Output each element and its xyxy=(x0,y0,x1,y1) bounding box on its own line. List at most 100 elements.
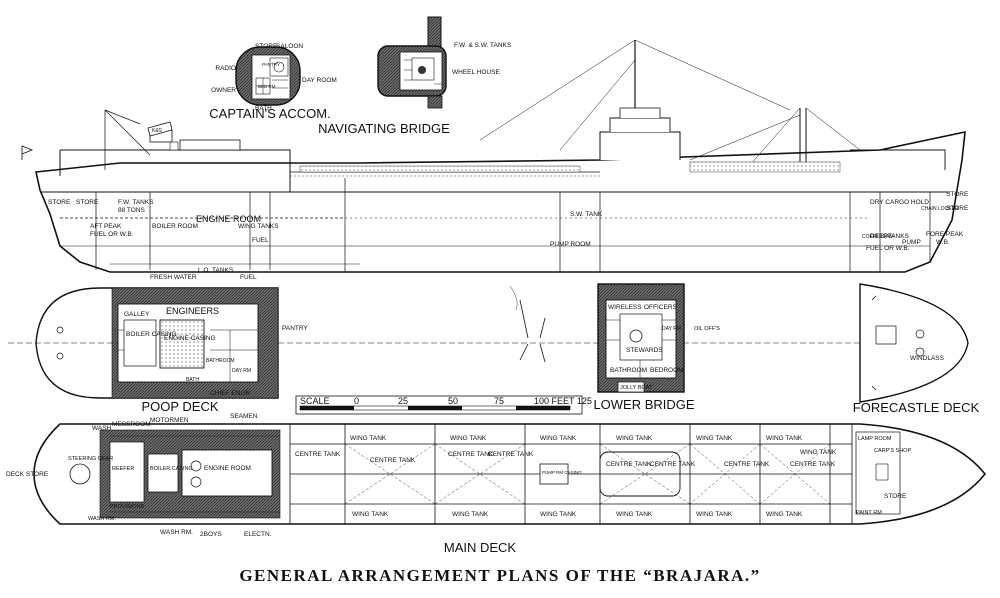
profile-sw-tank: S.W. TANK xyxy=(570,211,603,218)
plans-drawing: STORE SALOON RADIO OWNER BATH DAY ROOM P… xyxy=(6,16,987,555)
md-wing-tank-11: WING TANK xyxy=(616,511,653,518)
scale-100: 100 FEET 125 xyxy=(534,396,592,406)
md-boiler-casing: BOILER CASING xyxy=(150,466,193,472)
profile-pump-room: PUMP ROOM xyxy=(550,241,591,248)
scale-bar: SCALE 0 25 50 75 100 FEET 125 xyxy=(295,395,592,415)
md-centre-tank-1: CENTRE TANK xyxy=(295,451,341,458)
main-deck-plan xyxy=(33,423,987,525)
md-wing-tank-12: WING TANK xyxy=(696,511,733,518)
md-engine-room: ENGINE ROOM xyxy=(204,465,251,472)
md-electn: ELECTN. xyxy=(244,531,272,538)
md-store: STORE xyxy=(884,493,907,500)
fw-sw-tanks-label: F.W. & S.W. TANKS xyxy=(454,42,512,49)
poop-chief-engr: CHIEF ENGR. xyxy=(210,390,252,397)
scale-label: SCALE xyxy=(300,396,330,406)
poop-day-rm: DAY RM xyxy=(232,368,251,374)
md-centre-tank-5: CENTRE TANK xyxy=(606,461,652,468)
md-2boys: 2BOYS xyxy=(200,531,222,538)
poop-pantry: PANTRY xyxy=(282,325,308,332)
lb-jolly-boat: JOLLY BOAT xyxy=(620,385,653,391)
profile-engine-room: ENGINE ROOM xyxy=(196,214,261,224)
md-wing-tank-1: WING TANK xyxy=(350,435,387,442)
md-wing-tank-7: WING TANK xyxy=(616,435,653,442)
profile-fuel: FUEL xyxy=(252,237,269,244)
captains-saloon-label: SALOON xyxy=(276,43,303,50)
captains-bed-rm-label: BED RM xyxy=(258,84,276,89)
profile-fuel-or-wb: FUEL OR W.B. xyxy=(90,231,134,238)
md-centre-tank-3: CENTRE TANK xyxy=(448,451,494,458)
lb-stewards: STEWARDS xyxy=(626,347,663,354)
profile-fore-peak: FORE PEAK xyxy=(926,231,964,238)
md-wing-tank-13: WING TANK xyxy=(766,511,803,518)
scale-0: 0 xyxy=(354,396,359,406)
lb-day-rm: DAY RM xyxy=(662,326,681,332)
md-centre-tank-7: CENTRE TANK xyxy=(724,461,770,468)
md-centre-tank-8: CENTRE TANK xyxy=(790,461,836,468)
md-wing-tank-3: WING TANK xyxy=(352,511,389,518)
lower-bridge-title: LOWER BRIDGE xyxy=(593,397,694,412)
lb-bathroom: BATHROOM xyxy=(610,367,647,374)
md-wash-rm-1: WASH RM. xyxy=(88,516,116,522)
md-wing-tank-10: WING TANK xyxy=(800,449,837,456)
scale-25: 25 xyxy=(398,396,408,406)
profile-store-fwd: STORE xyxy=(946,191,969,198)
poop-bath: BATH xyxy=(186,377,199,383)
md-wing-tank-6: WING TANK xyxy=(540,511,577,518)
md-messroom: MESSROOM xyxy=(112,421,151,428)
lb-officers: OFFICERS xyxy=(644,304,678,311)
plan-caption: GENERAL ARRANGEMENT PLANS OF THE “BRAJAR… xyxy=(239,566,761,585)
md-centre-tank-2: CENTRE TANK xyxy=(370,457,416,464)
poop-galley: GALLEY xyxy=(124,311,150,318)
md-steering-gear: STEERING GEAR xyxy=(68,456,113,462)
captains-bath-label: BATH xyxy=(255,105,272,112)
profile-fuel-2: FUEL xyxy=(240,274,257,281)
captains-store-label: STORE xyxy=(255,43,278,50)
poop-boiler-casing: BOILER CASING xyxy=(126,331,177,338)
profile-store-3: STORE xyxy=(946,205,969,212)
profile-store-2: STORE xyxy=(76,199,99,206)
md-provisions: PROVISIONS xyxy=(110,504,145,510)
profile-cofferdam: COFFERDAM xyxy=(862,234,894,240)
lower-bridge-plan xyxy=(509,283,685,393)
md-wing-tank-8: WING TANK xyxy=(696,435,733,442)
poop-engine-casing: ENGINE CASING xyxy=(164,335,216,342)
md-paint-rm: PAINT RM xyxy=(856,510,882,516)
captains-owner-label: OWNER xyxy=(211,87,236,94)
md-wing-tank-2: WING TANK xyxy=(450,435,487,442)
md-deck-store: DECK STORE xyxy=(6,471,49,478)
fc-windlass: WINDLASS xyxy=(910,355,945,362)
md-lamp-room: LAMP ROOM xyxy=(858,436,892,442)
lb-oil-offs: OIL OFF'S xyxy=(694,326,720,332)
navigating-bridge-plan: F.W. & S.W. TANKS WHEEL HOUSE NAVIGATING… xyxy=(318,16,512,136)
md-wash: WASH xyxy=(92,425,112,432)
profile-boiler-room: BOILER ROOM xyxy=(152,223,198,230)
profile-wb: W.B. xyxy=(936,239,950,246)
profile-wing-tanks: WING TANKS xyxy=(238,223,279,230)
md-seamen: SEAMEN xyxy=(230,413,258,420)
profile-fuel-or-wb-2: FUEL OR W.B. xyxy=(866,245,910,252)
md-motormen: MOTORMEN xyxy=(150,417,189,424)
profile-pump: PUMP xyxy=(902,239,921,246)
navigating-bridge-title: NAVIGATING BRIDGE xyxy=(318,121,450,136)
md-wing-tank-4: WING TANK xyxy=(452,511,489,518)
scale-75: 75 xyxy=(494,396,504,406)
md-centre-tank-6: CENTRE TANK xyxy=(650,461,696,468)
boat-marking: K&S xyxy=(152,128,163,134)
profile-deeptanks: DEEPTANKS xyxy=(870,233,910,240)
profile-fw-tanks: F.W. TANKS xyxy=(118,199,154,206)
poop-deck-title: POOP DECK xyxy=(141,399,218,414)
profile-chain-locker: CHAIN LOCKER xyxy=(921,206,959,212)
wheel-house-label: WHEEL HOUSE xyxy=(452,69,500,76)
profile-fresh-water: FRESH WATER xyxy=(150,274,197,281)
forecastle-title-line: FORECASTLE DECK xyxy=(853,400,980,415)
poop-deck-plan xyxy=(8,287,970,399)
md-carps-shop: CARP'S SHOP xyxy=(874,448,911,454)
forecastle-plan xyxy=(859,283,969,403)
poop-deck-labels: GALLEY BOILER CASING ENGINEERS ENGINE CA… xyxy=(124,306,308,414)
md-wash-rm-2: WASH RM. xyxy=(160,529,193,536)
captains-day-room-label: DAY ROOM xyxy=(302,77,337,84)
main-deck-title: MAIN DECK xyxy=(444,540,517,555)
profile-store-1: STORE xyxy=(48,199,71,206)
captains-pantry-label: PANTRY xyxy=(262,62,280,67)
